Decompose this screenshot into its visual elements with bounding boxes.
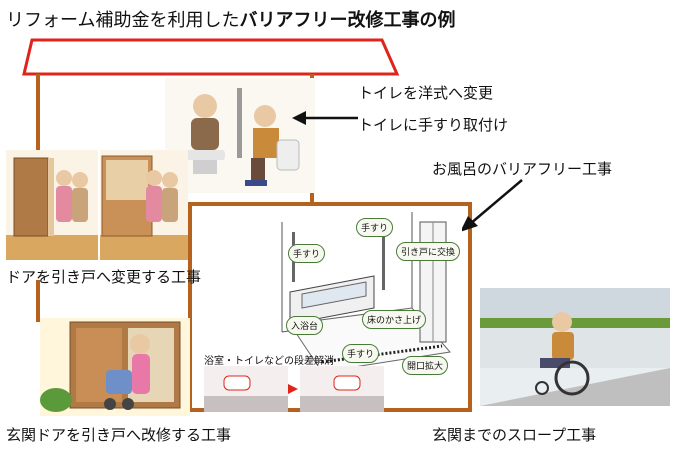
toilet-label-1: トイレを洋式へ変更 — [358, 84, 494, 102]
bath-tag-handrail-2: 手すり — [356, 218, 394, 237]
arrow-toilet — [292, 111, 358, 125]
house-wall-left — [36, 74, 40, 164]
page-title: リフォーム補助金を利用したバリアフリー改修工事の例 — [6, 6, 455, 32]
step-removal-illustration — [204, 366, 384, 412]
entrance-illustration — [40, 318, 190, 416]
toilet-label-2: トイレに手すり取付け — [358, 116, 509, 134]
toilet-illustration — [165, 78, 315, 193]
step-removal-label: 浴室・トイレなどの段差解消 — [204, 356, 334, 367]
bath-label: お風呂のバリアフリー工事 — [432, 160, 613, 178]
bath-tag-sliding-door: 引き戸に交換 — [396, 242, 461, 261]
slope-label: 玄関までのスロープ工事 — [432, 426, 597, 444]
house-roof — [22, 38, 400, 76]
bath-tag-floor-raise: 床のかさ上げ — [362, 310, 427, 329]
arrow-bath — [460, 179, 523, 232]
title-prefix: リフォーム補助金を利用した — [6, 10, 240, 31]
slope-illustration — [480, 288, 670, 406]
title-emphasis: バリアフリー改修工事の例 — [239, 10, 456, 31]
entrance-door-label: 玄関ドアを引き戸へ改修する工事 — [6, 426, 232, 444]
bath-tag-handrail-1: 手すり — [288, 244, 326, 263]
door-illustration — [6, 150, 188, 260]
door-label: ドアを引き戸へ変更する工事 — [6, 268, 202, 286]
bath-tag-widen-opening: 開口拡大 — [402, 356, 449, 375]
house-wall-lower-left — [36, 280, 40, 320]
bath-tag-bath-step: 入浴台 — [286, 316, 324, 335]
bath-tag-handrail-3: 手すり — [342, 344, 380, 363]
